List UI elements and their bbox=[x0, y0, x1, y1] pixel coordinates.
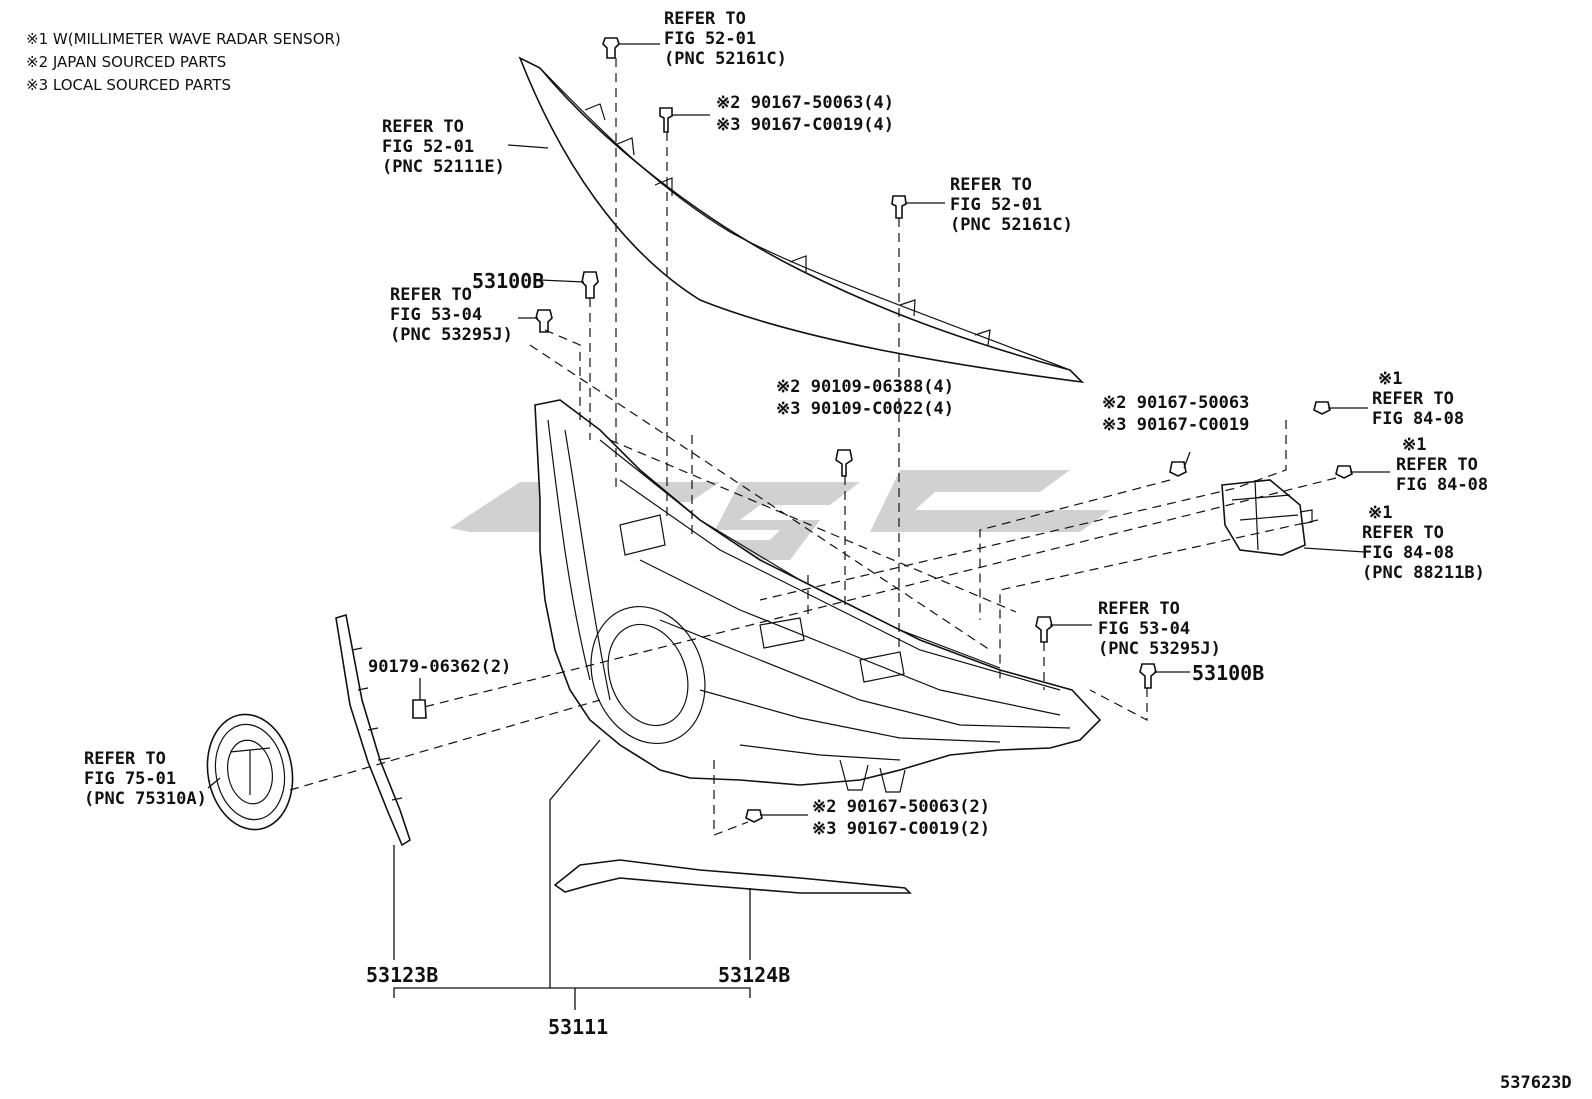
upper-molding-part bbox=[518, 56, 1085, 384]
svg-text:FIG 52-01: FIG 52-01 bbox=[382, 137, 474, 157]
svg-text:FIG 53-04: FIG 53-04 bbox=[1098, 619, 1190, 639]
svg-text:FIG 53-04: FIG 53-04 bbox=[390, 305, 482, 325]
svg-text:FIG 84-08: FIG 84-08 bbox=[1372, 409, 1464, 429]
svg-text:※3 90167-C0019(4): ※3 90167-C0019(4) bbox=[716, 115, 894, 135]
ref-radar-3: ※1 REFER TO FIG 84-08 (PNC 88211B) bbox=[1362, 503, 1485, 583]
pn-nut: 90179-06362(2) bbox=[368, 657, 511, 677]
pn-clip-top: 53100B bbox=[472, 269, 544, 293]
emblem-part bbox=[206, 713, 294, 831]
ref-right-clip: REFER TO FIG 52-01 (PNC 52161C) bbox=[950, 175, 1073, 235]
svg-text:(PNC 53295J): (PNC 53295J) bbox=[1098, 639, 1221, 659]
ref-mid-clip: REFER TO FIG 53-04 (PNC 53295J) bbox=[1098, 599, 1221, 659]
svg-text:REFER TO: REFER TO bbox=[382, 117, 464, 137]
ref-radar-2: ※1 REFER TO FIG 84-08 bbox=[1396, 435, 1488, 495]
note-1: ※1 W(MILLIMETER WAVE RADAR SENSOR) bbox=[26, 30, 341, 48]
svg-text:FIG 52-01: FIG 52-01 bbox=[950, 195, 1042, 215]
svg-text:(PNC 52161C): (PNC 52161C) bbox=[950, 215, 1073, 235]
svg-text:(PNC 88211B): (PNC 88211B) bbox=[1362, 563, 1485, 583]
svg-text:REFER TO: REFER TO bbox=[1396, 455, 1478, 475]
svg-text:FIG 75-01: FIG 75-01 bbox=[84, 769, 176, 789]
notes-block: ※1 W(MILLIMETER WAVE RADAR SENSOR) ※2 JA… bbox=[26, 30, 341, 94]
svg-text:※1: ※1 bbox=[1368, 503, 1392, 523]
pn-side-mold: 53123B bbox=[366, 963, 438, 987]
ref-emblem: REFER TO FIG 75-01 (PNC 75310A) bbox=[84, 749, 207, 809]
note-2: ※2 JAPAN SOURCED PARTS bbox=[26, 53, 226, 71]
note-3: ※3 LOCAL SOURCED PARTS bbox=[26, 76, 231, 94]
svg-text:※3 90109-C0022(4): ※3 90109-C0022(4) bbox=[776, 399, 954, 419]
svg-text:※3 90167-C0019(2): ※3 90167-C0019(2) bbox=[812, 819, 990, 839]
svg-text:※2 90167-50063(2): ※2 90167-50063(2) bbox=[812, 797, 990, 817]
assembly-dashed-lines bbox=[289, 58, 1337, 836]
svg-text:(PNC 52111E): (PNC 52111E) bbox=[382, 157, 505, 177]
ref-radar-1: ※1 REFER TO FIG 84-08 bbox=[1372, 369, 1464, 429]
svg-text:※2 90167-50063: ※2 90167-50063 bbox=[1102, 393, 1249, 413]
svg-text:(PNC 52161C): (PNC 52161C) bbox=[664, 49, 787, 69]
svg-text:REFER TO: REFER TO bbox=[1098, 599, 1180, 619]
svg-text:REFER TO: REFER TO bbox=[1362, 523, 1444, 543]
radiator-grille-part bbox=[534, 399, 1102, 793]
svg-text:(PNC 53295J): (PNC 53295J) bbox=[390, 325, 513, 345]
ref-left-clip: REFER TO FIG 53-04 (PNC 53295J) bbox=[390, 285, 513, 345]
svg-text:※2 90109-06388(4): ※2 90109-06388(4) bbox=[776, 377, 954, 397]
ref-top-clip: REFER TO FIG 52-01 (PNC 52161C) bbox=[664, 9, 787, 69]
svg-text:REFER TO: REFER TO bbox=[664, 9, 746, 29]
screw-bottom-label: ※2 90167-50063(2) ※3 90167-C0019(2) bbox=[812, 797, 990, 839]
svg-text:REFER TO: REFER TO bbox=[84, 749, 166, 769]
svg-text:REFER TO: REFER TO bbox=[950, 175, 1032, 195]
svg-text:※1: ※1 bbox=[1378, 369, 1402, 389]
lower-molding-part bbox=[553, 859, 912, 894]
pn-clip-right: 53100B bbox=[1192, 661, 1264, 685]
screw-right-label: ※2 90167-50063 ※3 90167-C0019 bbox=[1102, 393, 1249, 435]
svg-text:FIG 84-08: FIG 84-08 bbox=[1396, 475, 1488, 495]
screw-bolt-label: ※2 90109-06388(4) ※3 90109-C0022(4) bbox=[776, 377, 954, 419]
svg-text:※1: ※1 bbox=[1402, 435, 1426, 455]
svg-text:(PNC 75310A): (PNC 75310A) bbox=[84, 789, 207, 809]
svg-text:※3 90167-C0019: ※3 90167-C0019 bbox=[1102, 415, 1249, 435]
svg-text:REFER TO: REFER TO bbox=[390, 285, 472, 305]
screw-top-label: ※2 90167-50063(4) ※3 90167-C0019(4) bbox=[716, 93, 894, 135]
ref-upper-mold: REFER TO FIG 52-01 (PNC 52111E) bbox=[382, 117, 505, 177]
fastener-icons bbox=[412, 37, 1353, 823]
svg-text:FIG 52-01: FIG 52-01 bbox=[664, 29, 756, 49]
svg-text:REFER TO: REFER TO bbox=[1372, 389, 1454, 409]
pn-assembly: 53111 bbox=[548, 1015, 608, 1039]
leader-lines bbox=[207, 43, 1390, 1010]
diagram-id: 537623D bbox=[1500, 1073, 1572, 1093]
svg-text:※2 90167-50063(4): ※2 90167-50063(4) bbox=[716, 93, 894, 113]
svg-text:FIG 84-08: FIG 84-08 bbox=[1362, 543, 1454, 563]
side-molding-part bbox=[335, 613, 411, 847]
radar-sensor-part bbox=[1221, 479, 1313, 556]
pn-lower-mold: 53124B bbox=[718, 963, 790, 987]
